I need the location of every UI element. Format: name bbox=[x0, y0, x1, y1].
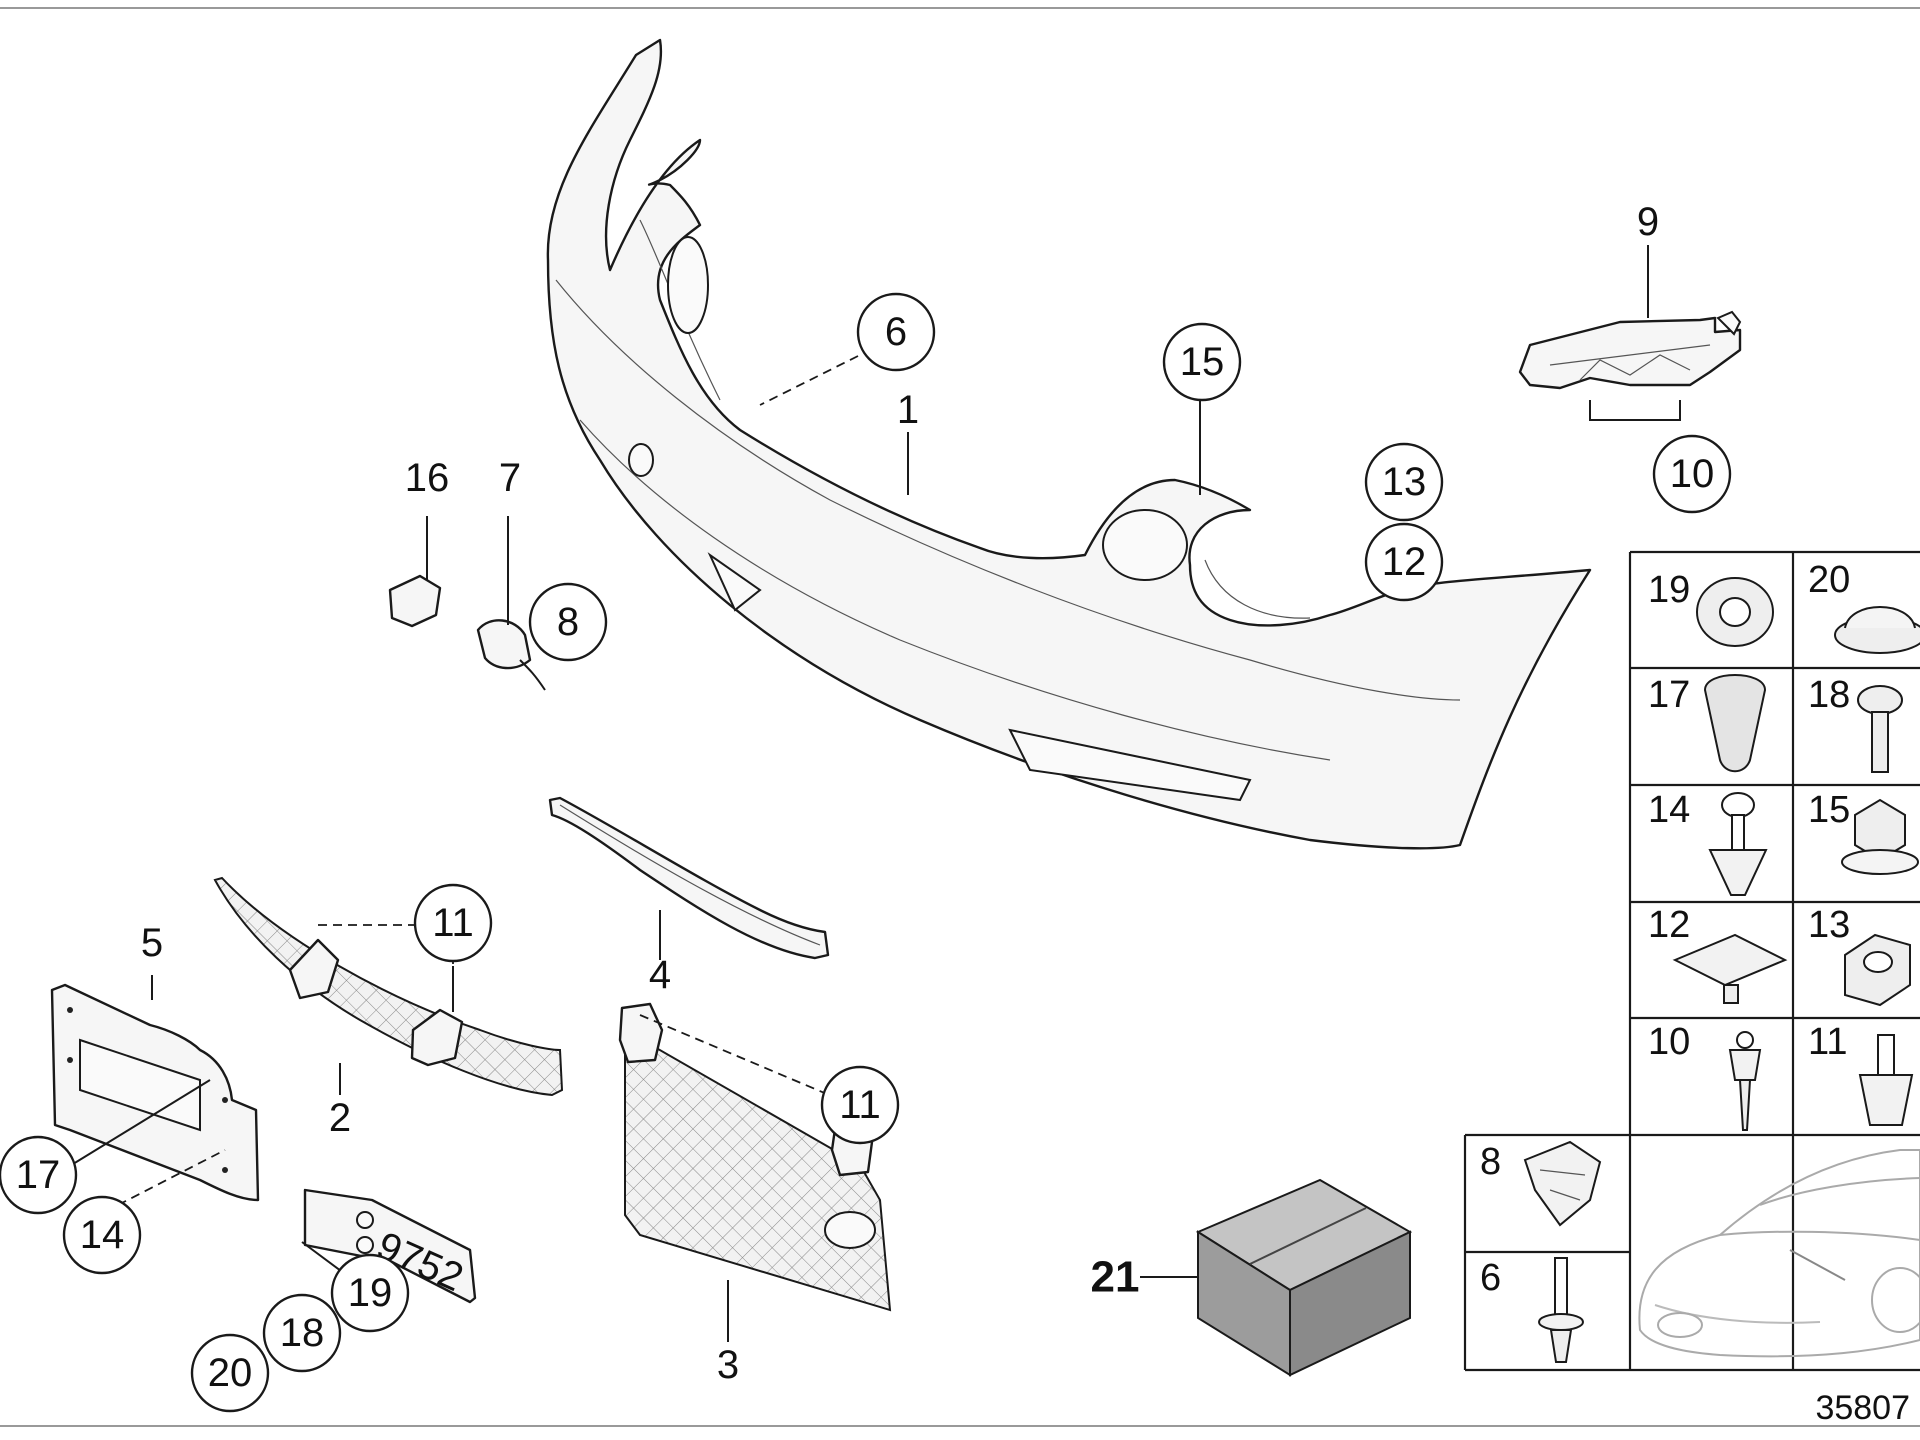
kit-box-21[interactable]: 21 bbox=[1091, 1178, 1413, 1377]
callout-4: 4 bbox=[649, 953, 671, 997]
car-outline-thumbnail bbox=[1638, 1149, 1920, 1358]
callout-5: 5 bbox=[141, 921, 163, 965]
callout-2: 2 bbox=[329, 1096, 351, 1140]
svg-text:10: 10 bbox=[1670, 452, 1715, 496]
callout-11b: 11 bbox=[820, 1065, 900, 1145]
svg-text:12: 12 bbox=[1648, 904, 1690, 946]
callout-8: 8 bbox=[528, 582, 608, 662]
svg-text:11: 11 bbox=[1808, 1021, 1847, 1063]
trim-strip-4[interactable] bbox=[548, 796, 830, 960]
fastener-cell-18: 18 bbox=[1808, 674, 1903, 773]
fastener-cell-11: 11 bbox=[1808, 1021, 1914, 1126]
cover-cap-7[interactable] bbox=[476, 619, 546, 691]
svg-text:17: 17 bbox=[16, 1153, 61, 1197]
callout-6: 6 bbox=[856, 292, 936, 372]
svg-text:15: 15 bbox=[1808, 789, 1850, 831]
svg-text:8: 8 bbox=[1480, 1141, 1501, 1183]
fastener-cell-8: 8 bbox=[1480, 1140, 1602, 1227]
kit-label: 21 bbox=[1091, 1253, 1140, 1302]
callout-9: 9 bbox=[1637, 200, 1659, 244]
svg-text:14: 14 bbox=[1648, 789, 1690, 831]
callout-3: 3 bbox=[717, 1343, 739, 1387]
callout-16: 16 bbox=[405, 456, 450, 500]
svg-text:12: 12 bbox=[1382, 540, 1427, 584]
callout-18: 18 bbox=[262, 1293, 342, 1373]
callout-17: 17 bbox=[0, 1135, 78, 1215]
svg-text:9: 9 bbox=[1637, 200, 1659, 244]
svg-text:15: 15 bbox=[1180, 340, 1225, 384]
svg-text:13: 13 bbox=[1808, 904, 1850, 946]
grille-side-3[interactable] bbox=[618, 1002, 892, 1312]
svg-text:19: 19 bbox=[1648, 569, 1690, 611]
callout-7: 7 bbox=[499, 456, 521, 500]
callout-1: 1 bbox=[897, 388, 919, 432]
svg-text:18: 18 bbox=[1808, 674, 1850, 716]
callout-12: 12 bbox=[1364, 522, 1444, 602]
svg-text:16: 16 bbox=[405, 456, 450, 500]
svg-text:11: 11 bbox=[432, 901, 474, 945]
svg-text:5: 5 bbox=[141, 921, 163, 965]
bumper-panel[interactable] bbox=[546, 38, 1592, 850]
svg-text:11: 11 bbox=[839, 1083, 881, 1127]
svg-text:14: 14 bbox=[80, 1213, 125, 1257]
svg-text:20: 20 bbox=[1808, 559, 1850, 601]
svg-text:6: 6 bbox=[1480, 1257, 1501, 1299]
svg-text:8: 8 bbox=[557, 600, 579, 644]
fastener-cell-6: 6 bbox=[1480, 1257, 1584, 1363]
fastener-grid bbox=[1463, 550, 1920, 1372]
fastener-cell-13: 13 bbox=[1808, 904, 1911, 1007]
callout-13: 13 bbox=[1364, 442, 1444, 522]
svg-text:17: 17 bbox=[1648, 674, 1690, 716]
callout-15: 15 bbox=[1162, 322, 1242, 402]
drawing-number: 35807 bbox=[1815, 1389, 1910, 1427]
fastener-cell-14: 14 bbox=[1648, 789, 1768, 896]
fastener-cell-15: 15 bbox=[1808, 789, 1919, 875]
callout-20: 20 bbox=[190, 1333, 270, 1413]
svg-text:2: 2 bbox=[329, 1096, 351, 1140]
fastener-cell-17: 17 bbox=[1648, 674, 1767, 773]
callout-11a: 11 bbox=[413, 883, 493, 963]
callout-10: 10 bbox=[1652, 434, 1732, 514]
svg-text:19: 19 bbox=[348, 1271, 393, 1315]
svg-text:7: 7 bbox=[499, 456, 521, 500]
svg-text:13: 13 bbox=[1382, 460, 1427, 504]
grille-center-2[interactable] bbox=[213, 876, 564, 1097]
svg-text:10: 10 bbox=[1648, 1021, 1690, 1063]
svg-text:6: 6 bbox=[885, 310, 907, 354]
fastener-cell-12: 12 bbox=[1648, 904, 1788, 1004]
bumper-bracket[interactable] bbox=[1518, 310, 1742, 390]
fastener-cell-20: 20 bbox=[1808, 559, 1920, 654]
svg-text:18: 18 bbox=[280, 1311, 325, 1355]
license-bracket-5[interactable] bbox=[50, 983, 260, 1202]
svg-text:3: 3 bbox=[717, 1343, 739, 1387]
fastener-cell-19: 19 bbox=[1648, 569, 1774, 647]
fastener-cell-10: 10 bbox=[1648, 1021, 1762, 1131]
cover-cap-16[interactable] bbox=[388, 574, 442, 628]
svg-text:1: 1 bbox=[897, 388, 919, 432]
callout-19: 19 bbox=[330, 1253, 410, 1333]
svg-text:4: 4 bbox=[649, 953, 671, 997]
svg-text:20: 20 bbox=[208, 1351, 253, 1395]
callout-14: 14 bbox=[62, 1195, 142, 1275]
